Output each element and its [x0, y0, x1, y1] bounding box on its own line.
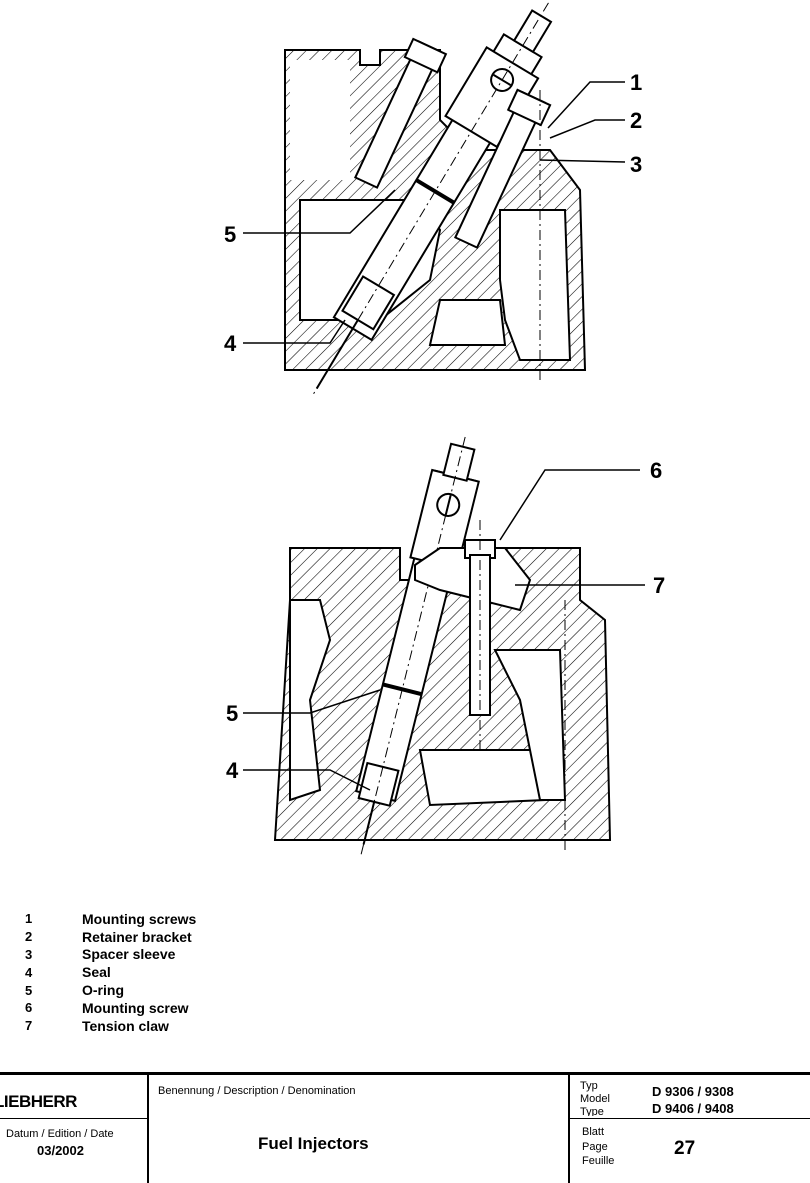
legend-label: Seal [82, 964, 111, 981]
legend-item: 2 Retainer bracket [22, 928, 196, 946]
callout-4-bottom: 4 [226, 758, 239, 783]
legend-number: 2 [25, 929, 33, 945]
injector-drawings [243, 2, 645, 855]
page-label-1: Blatt [582, 1126, 605, 1138]
date-label: Datum / Edition / Date [6, 1128, 114, 1140]
callout-5-top: 5 [224, 222, 237, 247]
callout-4-top: 4 [224, 331, 237, 356]
legend-label: Tension claw [82, 1017, 169, 1034]
liebherr-logo: LIEBHERR [0, 1092, 77, 1111]
legend-item: 7 Tension claw [22, 1017, 196, 1035]
date-value: 03/2002 [37, 1143, 84, 1158]
legend-label: Retainer bracket [82, 928, 192, 945]
page-number: 27 [674, 1138, 696, 1159]
legend-label: O-ring [82, 982, 124, 999]
title-block: LIEBHERR Datum / Edition / Date 03/2002 … [0, 1072, 810, 1183]
callout-2: 2 [630, 108, 643, 133]
legend-number: 1 [25, 911, 33, 927]
legend-number: 5 [25, 982, 33, 998]
legend-item: 6 Mounting screw [22, 999, 196, 1017]
callout-5-bottom: 5 [226, 701, 239, 726]
page-label-2: Page [582, 1141, 608, 1153]
type-label-1: Typ [580, 1080, 598, 1092]
top-diagram [243, 2, 626, 398]
legend-number: 7 [25, 1018, 33, 1034]
type-label-3: Type [580, 1106, 604, 1116]
legend-item: 1 Mounting screws [22, 910, 196, 928]
legend-item: 5 O-ring [22, 981, 196, 999]
legend-label: Spacer sleeve [82, 946, 176, 963]
callout-7: 7 [653, 573, 666, 598]
page-label-3: Feuille [582, 1155, 615, 1167]
model-line-2: D 9406 / 9408 [652, 1101, 734, 1116]
legend-item: 4 Seal [22, 963, 196, 981]
model-line-1: D 9306 / 9308 [652, 1084, 734, 1099]
legend-number: 4 [25, 964, 33, 980]
callout-3: 3 [630, 152, 643, 177]
description-label: Benennung / Description / Denomination [158, 1085, 356, 1097]
parts-legend: 1 Mounting screws 2 Retainer bracket 3 Spac… [22, 910, 196, 1035]
bottom-diagram [243, 436, 645, 855]
legend-label: Mounting screw [82, 999, 189, 1016]
legend-number: 6 [25, 1000, 33, 1016]
legend-label: Mounting screws [82, 910, 197, 927]
type-label-2: Model [580, 1093, 610, 1105]
legend-item: 3 Spacer sleeve [22, 946, 196, 964]
description-value: Fuel Injectors [258, 1134, 369, 1153]
callout-1: 1 [630, 70, 643, 95]
callout-6: 6 [650, 458, 663, 483]
legend-number: 3 [25, 946, 33, 962]
